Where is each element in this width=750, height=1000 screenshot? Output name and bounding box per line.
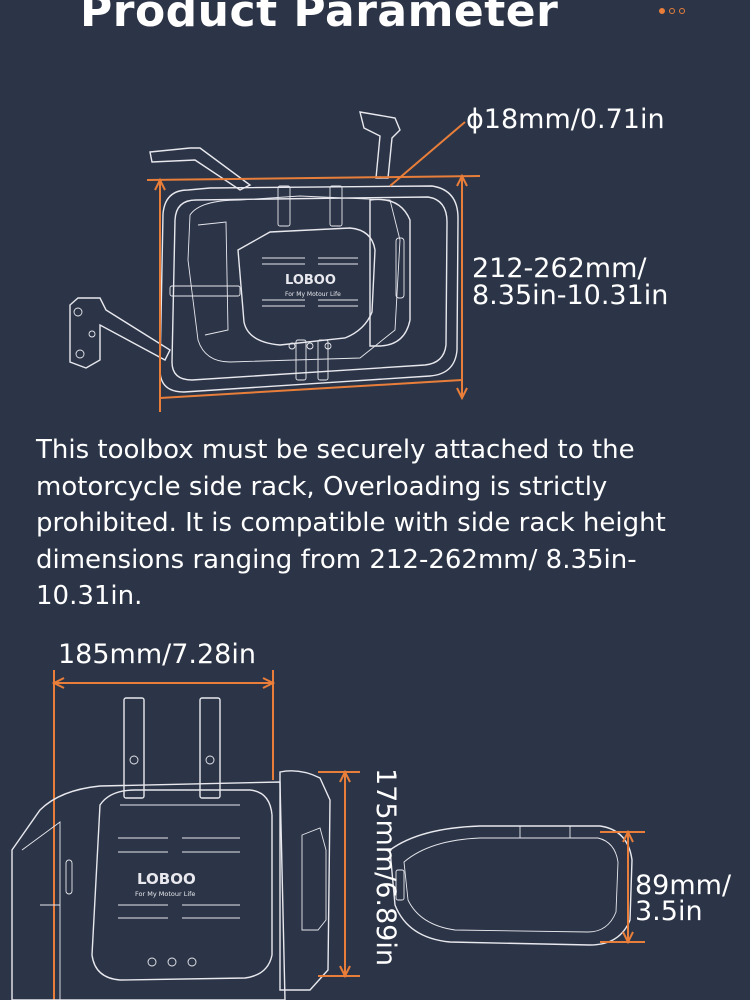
brand-tagline-front: For My Motour Life bbox=[135, 890, 195, 898]
dot-icon bbox=[669, 8, 675, 14]
dot-icon bbox=[659, 8, 665, 14]
width-label: 185mm/7.28in bbox=[58, 639, 256, 670]
depth-label-line2: 3.5in bbox=[635, 896, 703, 927]
tube-diameter-label: ϕ18mm/0.71in bbox=[466, 104, 665, 135]
brand-logo-front: LOBOO bbox=[137, 870, 196, 888]
page-title: Product Parameter bbox=[80, 0, 559, 37]
height-range-label-line2: 8.35in-10.31in bbox=[472, 280, 669, 311]
description-text: This toolbox must be securely attached t… bbox=[36, 435, 666, 611]
brand-tagline: For My Motour Life bbox=[285, 291, 341, 298]
dot-icon bbox=[679, 8, 685, 14]
brand-logo: LOBOO bbox=[285, 273, 336, 288]
height-label: 175mm/6.89in bbox=[370, 768, 401, 966]
more-options-icon[interactable] bbox=[659, 8, 685, 14]
toolbox-rack-drawing: LOBOO For My Motour Life bbox=[69, 111, 481, 412]
height-range-label-line1: 212-262mm/ bbox=[472, 253, 647, 284]
depth-label-line1: 89mm/ bbox=[635, 870, 732, 901]
